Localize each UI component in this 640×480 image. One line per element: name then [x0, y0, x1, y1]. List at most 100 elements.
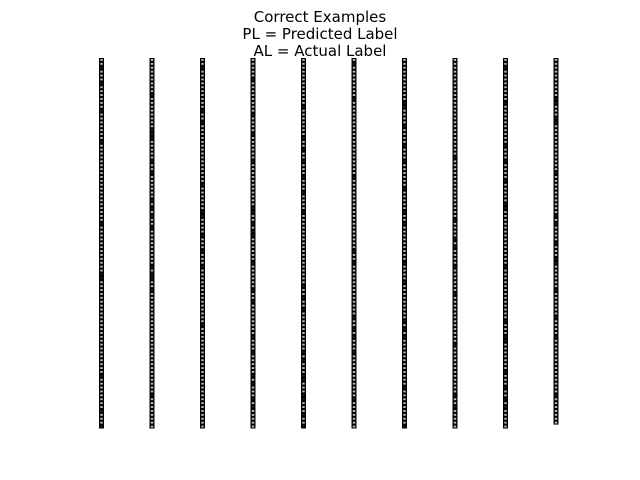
example-thumbnail — [302, 101, 305, 104]
example-thumbnail — [201, 250, 204, 252]
example-thumbnail — [302, 300, 305, 303]
example-thumbnail — [403, 70, 406, 73]
example-thumbnail — [150, 390, 154, 393]
example-thumbnail — [403, 413, 406, 416]
example-thumbnail — [403, 339, 406, 342]
example-thumbnail — [504, 137, 507, 139]
example-thumbnail — [504, 296, 507, 299]
example-thumbnail — [150, 86, 154, 89]
example-thumbnail — [554, 144, 558, 147]
example-thumbnail — [352, 105, 356, 108]
example-thumbnail — [302, 82, 305, 85]
example-thumbnail — [100, 289, 103, 291]
example-thumbnail — [150, 254, 154, 256]
example-thumbnail — [100, 261, 103, 264]
example-thumbnail — [100, 285, 103, 288]
example-thumbnail — [251, 109, 255, 112]
example-thumbnail — [554, 140, 558, 143]
example-thumbnail — [352, 382, 356, 385]
example-thumbnail — [554, 156, 558, 159]
example-thumbnail — [453, 335, 457, 338]
example-thumbnail — [352, 195, 356, 198]
example-thumbnail — [100, 129, 103, 132]
example-thumbnail — [403, 164, 406, 167]
example-thumbnail — [453, 304, 457, 307]
example-thumbnail — [302, 160, 305, 163]
example-thumbnail — [251, 113, 255, 116]
example-thumbnail — [403, 250, 406, 252]
example-thumbnail — [302, 144, 305, 147]
example-thumbnail — [453, 129, 457, 132]
example-thumbnail — [201, 148, 204, 151]
example-thumbnail — [403, 324, 406, 327]
example-thumbnail — [504, 367, 507, 369]
example-thumbnail — [504, 98, 507, 100]
example-thumbnail — [201, 191, 204, 194]
example-thumbnail — [403, 246, 406, 249]
example-thumbnail — [403, 374, 406, 377]
example-thumbnail — [453, 101, 457, 104]
example-thumbnail — [201, 117, 204, 120]
example-thumbnail — [302, 347, 305, 350]
example-thumbnail — [302, 230, 305, 233]
example-thumbnail — [302, 250, 305, 252]
example-thumbnail — [201, 207, 204, 210]
example-thumbnail — [302, 296, 305, 299]
example-thumbnail — [352, 289, 356, 291]
example-thumbnail — [352, 117, 356, 120]
example-thumbnail — [453, 137, 457, 139]
example-thumbnail — [302, 316, 305, 319]
example-thumbnail — [504, 269, 507, 272]
example-thumbnail — [554, 242, 558, 245]
example-thumbnail — [302, 172, 305, 174]
example-thumbnail — [100, 320, 103, 323]
example-thumbnail — [554, 367, 558, 369]
example-thumbnail — [100, 86, 103, 89]
example-thumbnail — [403, 378, 406, 381]
example-thumbnail — [453, 133, 457, 135]
example-thumbnail — [251, 332, 255, 334]
example-thumbnail — [554, 160, 558, 163]
example-thumbnail — [201, 425, 204, 428]
example-thumbnail — [453, 363, 457, 366]
example-thumbnail — [100, 98, 103, 100]
example-thumbnail — [100, 293, 103, 295]
strip-frame — [553, 58, 559, 425]
example-thumbnail — [201, 105, 204, 108]
example-thumbnail — [504, 78, 507, 81]
example-thumbnail — [403, 144, 406, 147]
example-thumbnail — [352, 66, 356, 69]
example-thumbnail — [403, 269, 406, 272]
example-thumbnail — [403, 191, 406, 194]
example-thumbnail — [150, 406, 154, 408]
example-thumbnail — [150, 324, 154, 327]
example-thumbnail — [150, 308, 154, 311]
example-thumbnail — [302, 98, 305, 100]
example-thumbnail — [554, 176, 558, 178]
example-thumbnail — [201, 367, 204, 369]
example-thumbnail — [403, 62, 406, 65]
example-thumbnail — [201, 293, 204, 295]
example-thumbnail — [352, 281, 356, 284]
example-thumbnail — [554, 98, 558, 100]
example-thumbnail — [453, 195, 457, 198]
example-thumbnail — [554, 250, 558, 252]
example-thumbnail — [251, 140, 255, 143]
example-thumbnail — [251, 269, 255, 272]
example-thumbnail — [100, 304, 103, 307]
example-thumbnail — [100, 137, 103, 139]
example-thumbnail — [403, 289, 406, 291]
example-thumbnail — [251, 82, 255, 85]
example-thumbnail — [352, 203, 356, 206]
example-thumbnail — [302, 398, 305, 401]
example-thumbnail — [150, 148, 154, 151]
example-thumbnail — [150, 417, 154, 420]
example-thumbnail — [251, 410, 255, 412]
example-thumbnail — [504, 417, 507, 420]
example-thumbnail — [100, 277, 103, 280]
example-thumbnail — [453, 109, 457, 112]
example-thumbnail — [251, 62, 255, 65]
example-thumbnail — [403, 140, 406, 143]
example-thumbnail — [100, 316, 103, 319]
example-thumbnail — [504, 355, 507, 358]
